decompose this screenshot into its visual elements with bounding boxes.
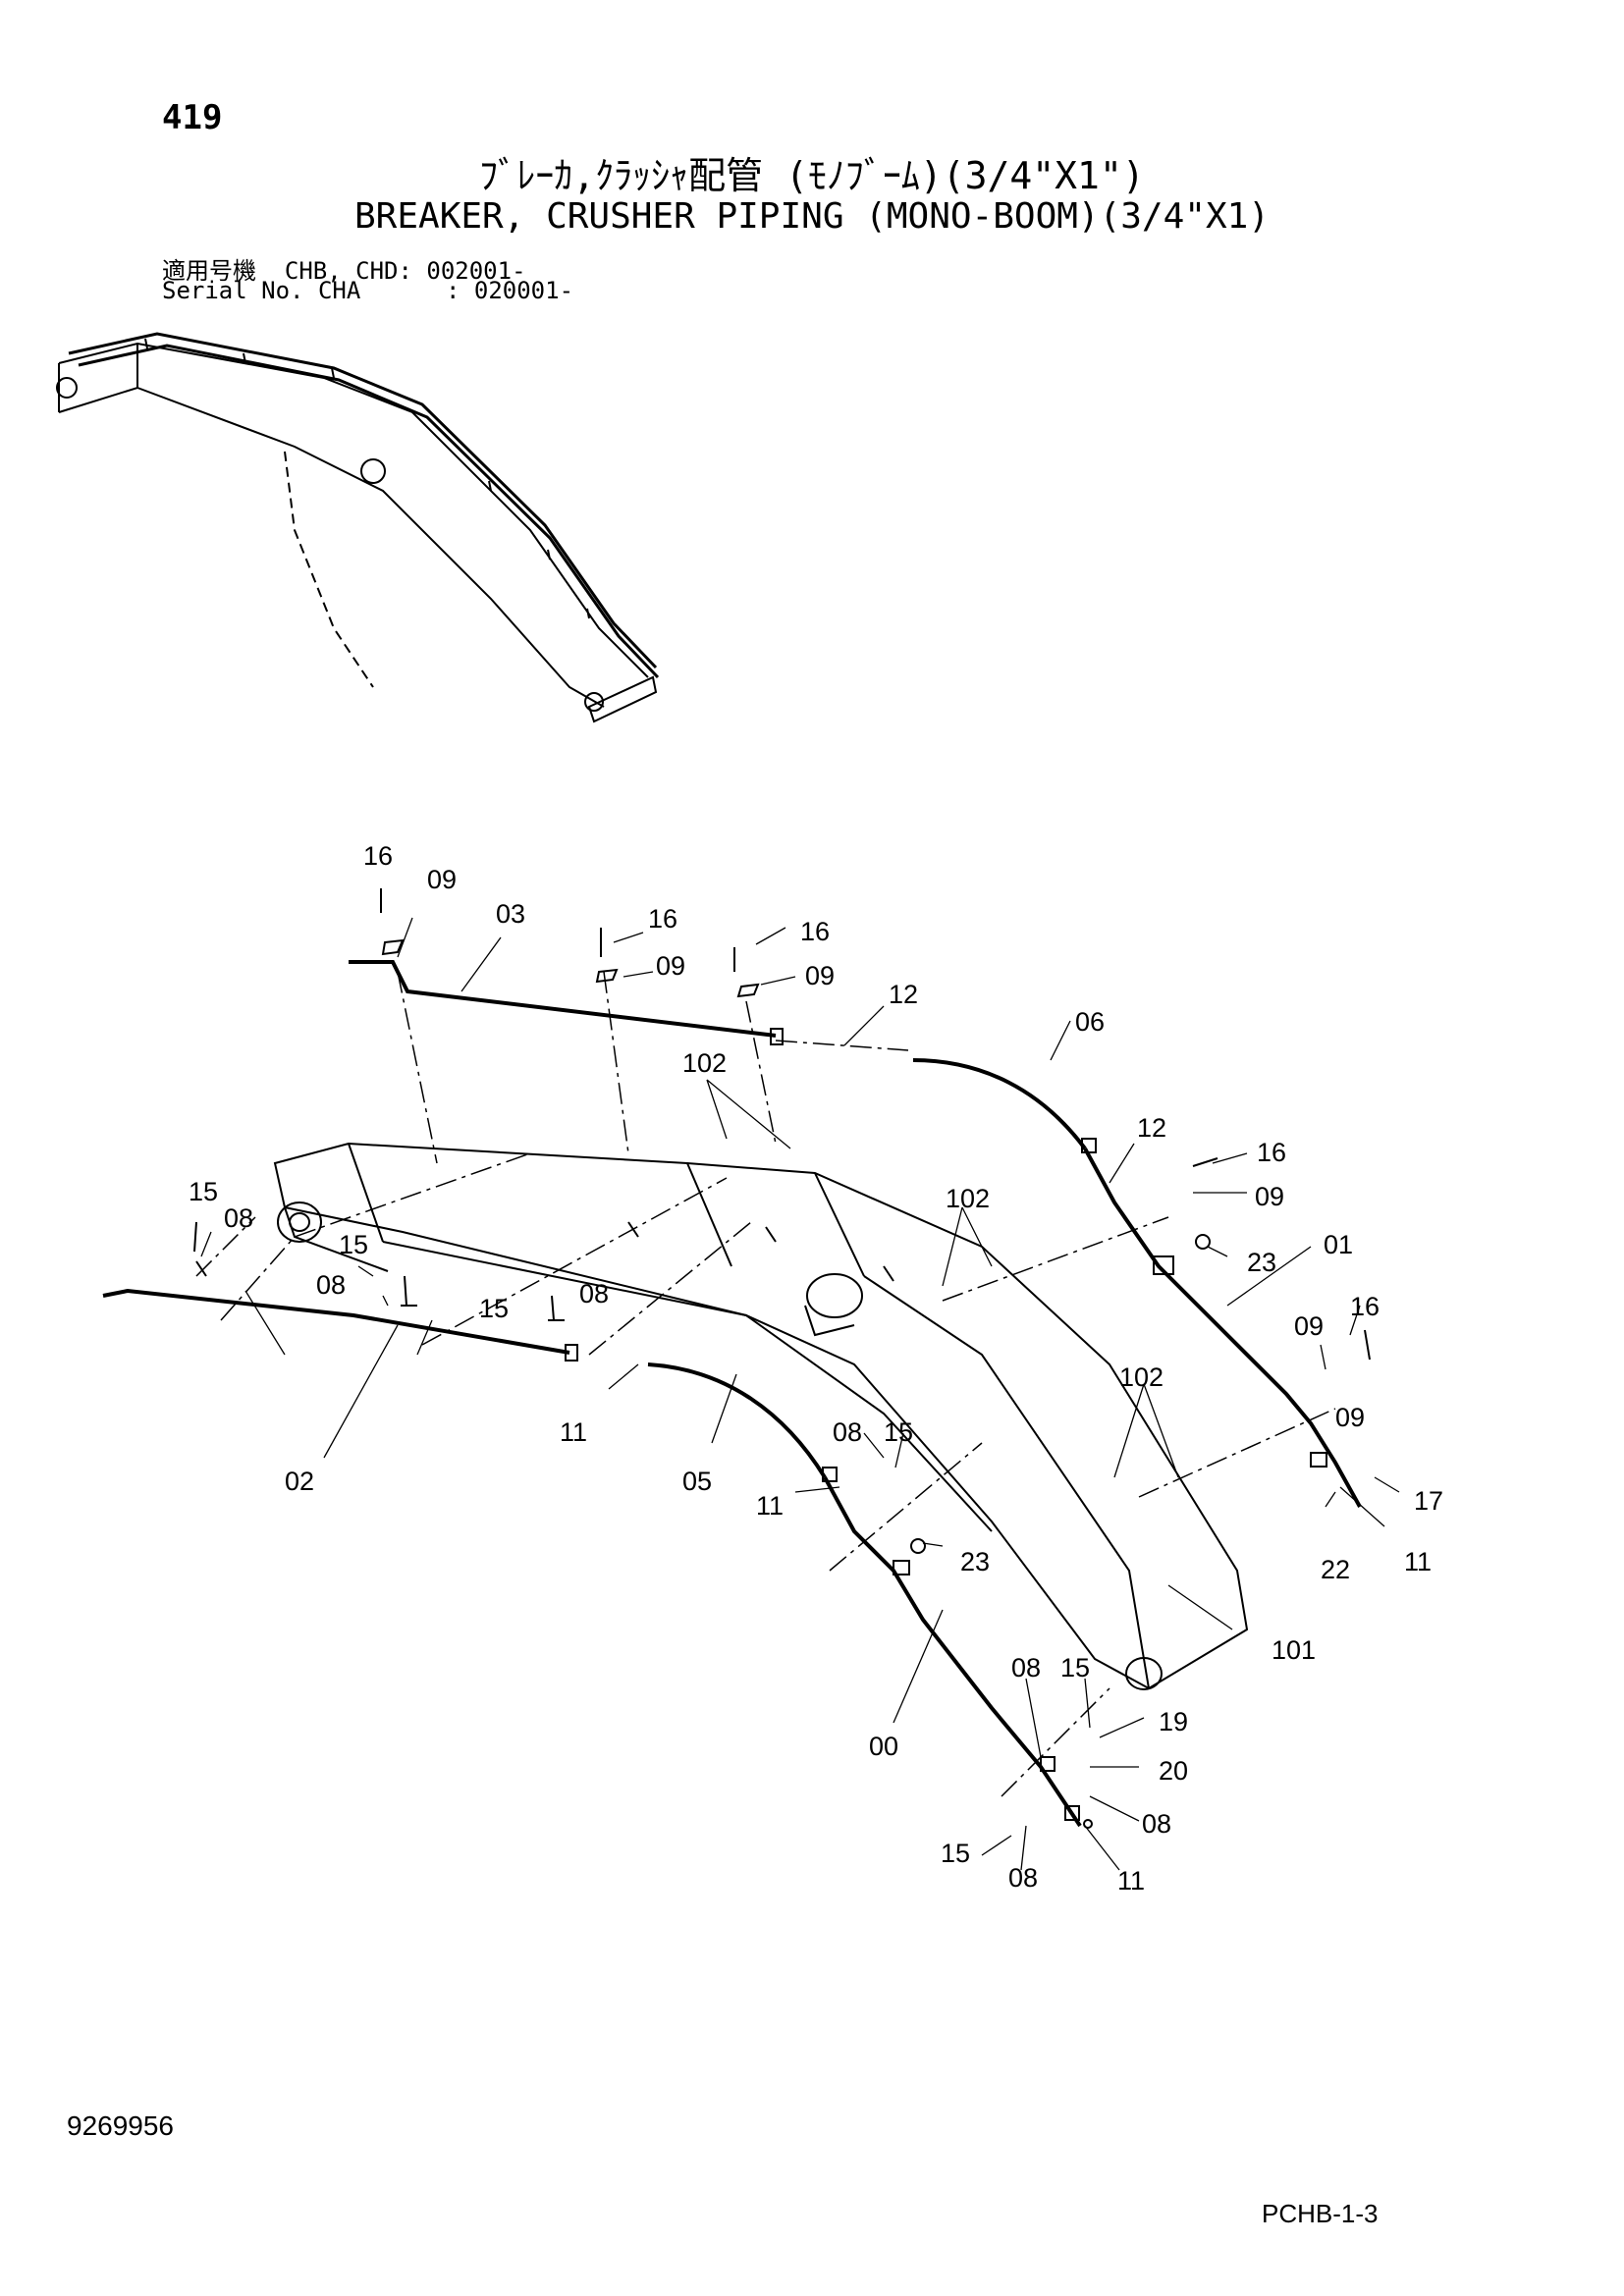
fittings	[193, 888, 1371, 1829]
callout-label: 15	[941, 1839, 970, 1868]
pipe-03	[349, 960, 777, 1038]
pipe-00	[823, 1476, 1082, 1828]
document-number: 9269956	[67, 2110, 175, 2141]
pipe-02	[102, 1288, 570, 1355]
reference-lines	[195, 971, 1336, 1797]
callout-label: 03	[496, 899, 525, 929]
callout-label: 102	[682, 1048, 727, 1078]
callout-label: 22	[1321, 1555, 1350, 1584]
hose-06	[912, 1058, 1087, 1150]
callout-label: 09	[1294, 1311, 1324, 1341]
callout-label: 20	[1159, 1756, 1188, 1786]
callout-label: 102	[1119, 1362, 1164, 1392]
callout-label: 08	[579, 1279, 609, 1308]
serial-applicability-line: 適用号機 CHB, CHD: 002001-	[162, 257, 526, 285]
callout-label: 12	[889, 980, 918, 1009]
callout-label: 15	[479, 1294, 509, 1323]
callout-label: 09	[1335, 1403, 1365, 1432]
callout-label: 19	[1159, 1707, 1188, 1736]
title-japanese: ﾌﾞﾚｰｶ,ｸﾗｯｼｬ配管 (ﾓﾉﾌﾞｰﾑ)(3/4"X1")	[479, 154, 1145, 197]
page-code: PCHB-1-3	[1262, 2199, 1379, 2228]
callout-labels: 16 09 03 16 09 16 09 12 102 06 12 16 09 …	[189, 841, 1443, 1896]
callout-label: 02	[285, 1467, 314, 1496]
callout-label: 05	[682, 1467, 712, 1496]
callout-label: 102	[946, 1184, 990, 1213]
callout-label: 17	[1414, 1486, 1443, 1516]
callout-label: 11	[560, 1417, 587, 1447]
callout-label: 11	[1404, 1547, 1432, 1576]
callout-label: 08	[1008, 1863, 1038, 1893]
hose-05	[647, 1362, 827, 1479]
callout-label: 15	[189, 1177, 218, 1206]
callout-label: 00	[869, 1732, 898, 1761]
serial-number-line: Serial No. CHA : 020001-	[162, 277, 574, 304]
leader-lines	[200, 917, 1400, 1871]
pipe-01	[1083, 1148, 1362, 1508]
page-number: 419	[162, 98, 223, 137]
callout-label: 08	[1142, 1809, 1171, 1839]
boom-structure	[273, 1142, 1249, 1690]
callout-label: 16	[1350, 1292, 1380, 1321]
callout-label: 16	[1257, 1138, 1286, 1167]
callout-label: 16	[363, 841, 393, 871]
callout-label: 09	[656, 951, 685, 981]
callout-label: 101	[1272, 1635, 1316, 1665]
callout-label: 15	[339, 1230, 368, 1259]
callout-label: 01	[1324, 1230, 1353, 1259]
callout-label: 23	[960, 1547, 990, 1576]
callout-label: 09	[805, 961, 835, 990]
callout-label: 08	[1011, 1653, 1041, 1682]
callout-label: 08	[224, 1203, 253, 1233]
callout-label: 09	[1255, 1182, 1284, 1211]
callout-label: 09	[427, 865, 457, 894]
callout-label: 11	[1117, 1866, 1145, 1896]
callout-label: 16	[800, 917, 830, 946]
callout-label: 23	[1247, 1248, 1276, 1277]
callout-label: 08	[833, 1417, 862, 1447]
callout-label: 15	[884, 1417, 913, 1447]
overview-boom-illustration	[56, 332, 660, 723]
callout-label: 06	[1075, 1007, 1105, 1037]
title-english: BREAKER, CRUSHER PIPING (MONO-BOOM)(3/4"…	[354, 196, 1270, 237]
callout-label: 08	[316, 1270, 346, 1300]
callout-label: 16	[648, 904, 677, 934]
callout-label: 12	[1137, 1113, 1166, 1143]
callout-label: 15	[1060, 1653, 1090, 1682]
callout-label: 11	[756, 1491, 784, 1521]
